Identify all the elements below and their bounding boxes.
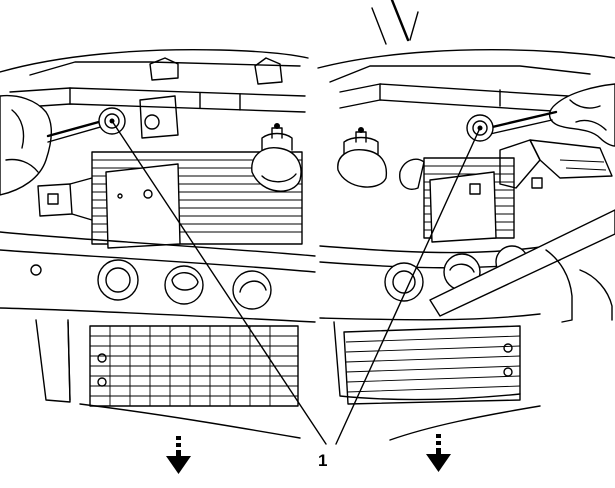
left-radiator-bracket: [105, 163, 181, 249]
right-screwdriver: [486, 110, 558, 130]
right-hood-prop-rod: [390, 0, 410, 42]
left-hood-latch: [149, 57, 179, 81]
left-horn: [251, 123, 302, 192]
right-panel: [317, 0, 615, 472]
left-radiator-core: [91, 151, 303, 245]
callout-label: 1: [318, 451, 327, 470]
left-panel: [0, 48, 316, 474]
right-angled-panel: [429, 209, 615, 317]
left-hood-outline: [0, 48, 309, 73]
left-bumper-beam: [0, 231, 316, 257]
left-screwdriver: [46, 118, 108, 138]
callout: 1: [111, 120, 481, 470]
left-latch-bracket: [139, 95, 179, 139]
left-down-arrow: [166, 436, 191, 474]
right-radiator-bracket: [429, 171, 497, 243]
left-hand: [0, 94, 52, 196]
right-bumper-beam: [319, 243, 561, 254]
leader-line-right: [335, 127, 481, 445]
right-air-duct: [529, 139, 613, 179]
left-bumper-apertures: [97, 259, 272, 310]
left-lower-radiator: [89, 325, 299, 407]
right-hand: [549, 83, 615, 147]
left-cross-member: [9, 87, 306, 97]
left-lower-apron: [35, 319, 71, 403]
leader-line-left: [111, 120, 327, 445]
right-horn: [337, 127, 425, 190]
right-down-arrow: [426, 434, 451, 472]
right-lower-radiator: [343, 325, 521, 405]
right-hood-outline: [317, 49, 615, 69]
